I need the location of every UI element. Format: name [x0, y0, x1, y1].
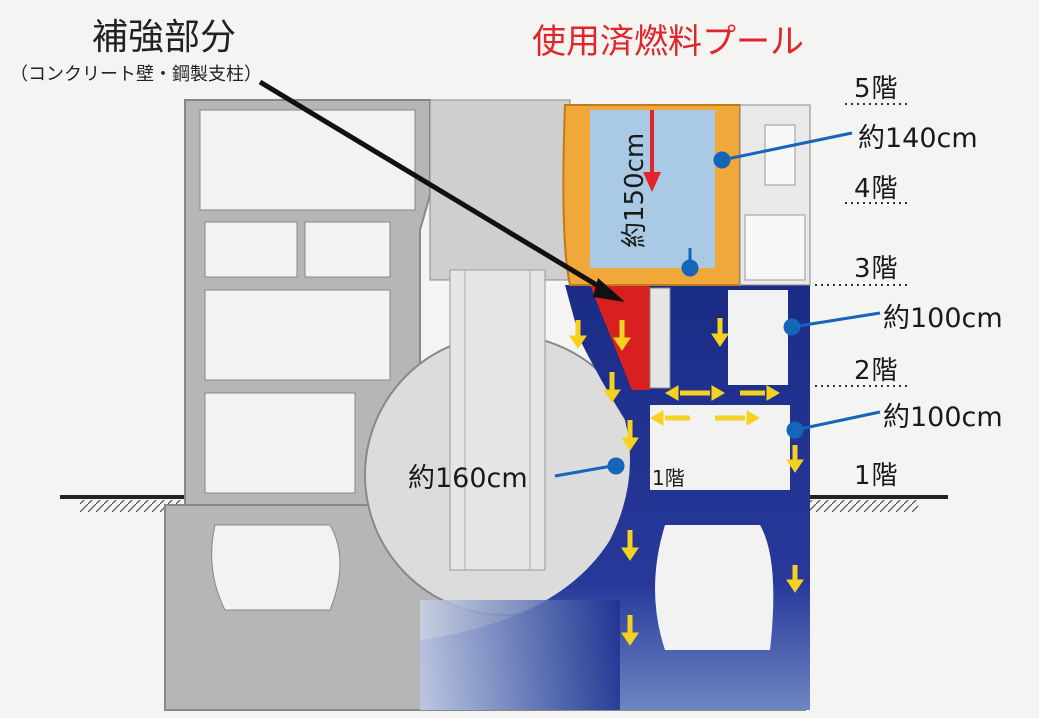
thickness-pool-floor: 約150cm	[620, 132, 650, 248]
floor-guides	[815, 103, 908, 387]
right-basement-room	[655, 525, 774, 650]
thickness-containment: 約160cm	[408, 463, 528, 494]
upper-core-space	[429, 99, 571, 281]
pool-pointer-head	[643, 172, 661, 192]
arrow-down	[569, 320, 587, 349]
diagram-title: 補強部分	[92, 17, 237, 58]
callout-dot-pool-floor	[681, 259, 699, 277]
arrow-down	[711, 318, 729, 347]
diagram-subtitle: （コンクリート壁・鋼製支柱）	[10, 64, 262, 85]
callout-dot-floor3	[783, 318, 801, 336]
reinforcement-pointer-line	[258, 79, 607, 293]
reinforcement-pointer-head	[593, 278, 625, 302]
arrow-horizontal	[650, 410, 690, 426]
floor-label-2: 2階	[854, 356, 899, 386]
floor-label-5: 5階	[854, 74, 899, 104]
steel-column	[649, 287, 671, 389]
reactor-pedestal	[449, 269, 546, 571]
thickness-floor2: 約100cm	[883, 402, 1003, 433]
arrow-down	[613, 320, 631, 351]
callout-dot-pool-side	[713, 151, 731, 169]
ground-hatch-right	[808, 500, 918, 512]
floor-label-4: 4階	[854, 174, 899, 204]
arrow-horizontal	[740, 385, 780, 401]
thickness-floor3: 約100cm	[883, 303, 1003, 334]
pool-title: 使用済燃料プール	[532, 22, 804, 62]
callout-line-pool-side	[721, 131, 853, 162]
arrow-down	[621, 420, 639, 451]
arrow-down	[603, 372, 621, 403]
callout-line-floor2	[794, 410, 881, 432]
floor-label-1: 1階	[854, 461, 899, 491]
arrow-horizontal	[665, 385, 725, 401]
load-arrows	[569, 318, 804, 646]
callout-line-floor3	[791, 311, 881, 329]
arrow-down	[621, 615, 639, 646]
arrow-horizontal	[715, 410, 760, 426]
callout-dot-floor2	[786, 421, 804, 439]
load-path-base	[420, 600, 620, 710]
callout-dot-containment	[607, 457, 625, 475]
left-room-top	[199, 109, 416, 211]
ground-hatch-left	[80, 500, 190, 512]
floor-label-3: 3階	[854, 254, 899, 284]
left-basement-room	[211, 524, 341, 611]
left-room-2a	[204, 221, 298, 278]
left-room-2b	[304, 221, 391, 278]
thickness-pool-side: 約140cm	[858, 123, 978, 154]
callout-line-containment	[554, 464, 613, 478]
arrow-down	[621, 530, 639, 561]
arrow-down	[786, 565, 804, 593]
arrow-down	[786, 445, 804, 473]
floor3-room	[728, 290, 788, 385]
left-room-3	[204, 289, 391, 381]
left-room-4	[204, 392, 356, 494]
callouts	[554, 131, 881, 478]
inner-floor-label: 1階	[652, 466, 685, 490]
